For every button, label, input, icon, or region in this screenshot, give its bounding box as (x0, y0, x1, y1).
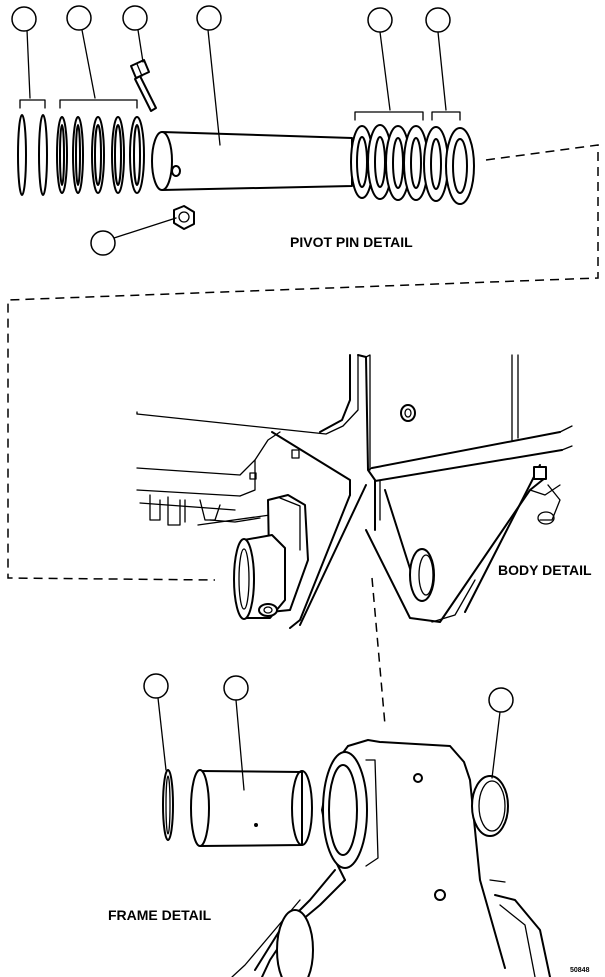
callout-5 (367, 7, 393, 111)
pivot-pin (151, 131, 353, 191)
callout-10 (488, 687, 514, 779)
callout-2 (66, 5, 96, 99)
frame-sleeve (190, 769, 313, 847)
nut (173, 205, 195, 230)
body-detail: BODY DETAIL (136, 354, 592, 629)
pivot-pin-detail-label: PIVOT PIN DETAIL (290, 234, 413, 250)
detail-connector-lines (7, 144, 599, 726)
callout-7 (90, 217, 177, 256)
frame-detail-label: FRAME DETAIL (108, 907, 212, 923)
callouts (11, 5, 514, 791)
callout-3 (122, 5, 148, 63)
body-detail-label: BODY DETAIL (498, 562, 592, 578)
spacer-rings (56, 116, 145, 194)
frame-seal-ring (471, 775, 509, 837)
callout-6 (425, 7, 451, 111)
bolt (130, 59, 157, 112)
callout-1 (11, 6, 37, 99)
belleville-washers (350, 124, 449, 202)
group-brackets (19, 99, 461, 121)
end-washer (445, 127, 475, 205)
frame-shim (162, 769, 174, 841)
callout-4 (196, 5, 222, 146)
pivot-pin-detail: PIVOT PIN DETAIL (17, 59, 475, 250)
callout-8 (143, 673, 169, 771)
shim-rings (17, 114, 48, 196)
frame-detail: FRAME DETAIL (108, 739, 551, 977)
figure-number: 50848 (570, 967, 590, 974)
callout-9 (223, 675, 249, 791)
